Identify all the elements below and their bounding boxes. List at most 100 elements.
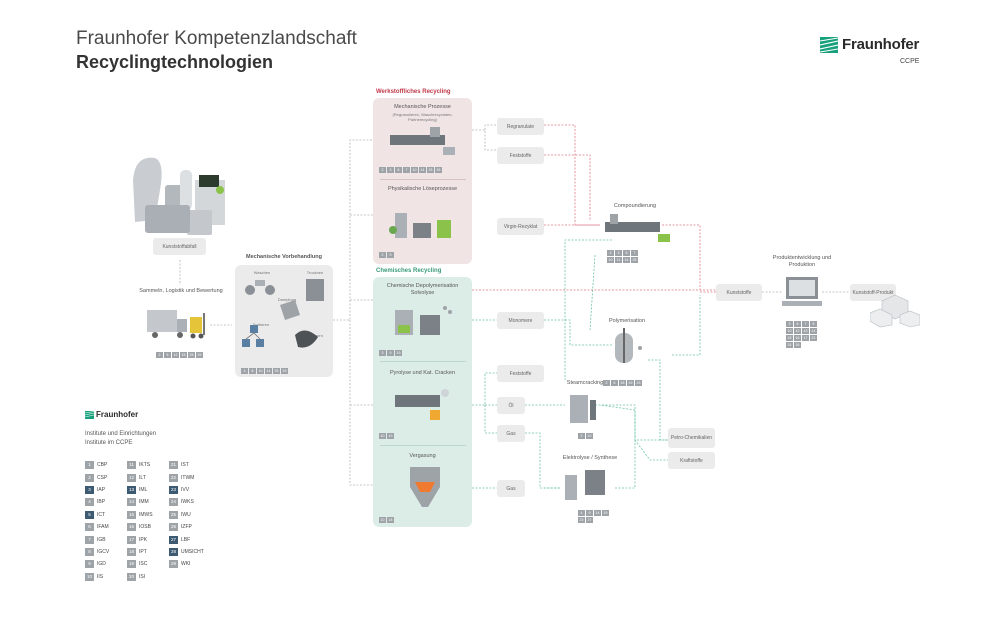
institute-number-badge: 15 <box>180 352 187 358</box>
institute-number-badge: 29 <box>196 352 203 358</box>
elektrolyse-icon <box>565 470 605 500</box>
institute-number-badge: 7 <box>403 167 410 173</box>
steamcracking-title: Steamcracking <box>566 380 604 386</box>
institute-number-badge: 4 <box>578 510 585 516</box>
legend-number: 18 <box>127 547 136 556</box>
legend-institute-name: IGCV <box>97 548 110 555</box>
petro-chemikalien-box: Petro-Chemikalien <box>668 428 715 448</box>
legend-number: 10 <box>85 572 94 581</box>
legend-number: 27 <box>169 535 178 544</box>
institute-number-badge: 7 <box>802 321 809 327</box>
legend-logo: Fraunhofer <box>85 410 138 419</box>
legend-institute-name: WKI <box>181 561 191 568</box>
institute-number-badge: 19 <box>387 433 394 439</box>
trocknen-label: Trocknen <box>306 270 324 275</box>
institute-number-badge: 9 <box>387 252 394 258</box>
legend-institute-name: ISC <box>139 561 148 568</box>
legend-institute-name: IBP <box>97 499 106 506</box>
institute-number-badge: 7 <box>631 250 638 256</box>
legend-number: 16 <box>127 523 136 532</box>
feststoffe-box-1: Feststoffe <box>497 147 544 164</box>
kunststoffe-box: Kunststoffe <box>716 284 762 301</box>
legend-number: 9 <box>85 560 94 569</box>
werkstofflich-label: Werkstoffliches Recycling <box>376 89 451 95</box>
legend-institute-name: ICT <box>97 511 106 518</box>
page-title-line2: Recyclingtechnologien <box>76 52 274 72</box>
legend-number: 21 <box>169 461 178 470</box>
institute-number-badge: 10 <box>607 257 614 263</box>
institute-number-badge: 2 <box>379 252 386 258</box>
mech-prozesse-title: Mechanische Prozesse <box>394 104 451 110</box>
institute-number-badge: 2 <box>603 380 610 386</box>
legend-number: 22 <box>169 473 178 482</box>
institute-number-badge: 23 <box>578 517 585 523</box>
institute-number-badge: 13 <box>802 328 809 334</box>
legend-institute-name: IPT <box>139 548 147 555</box>
legend-institute-name: IST <box>181 462 189 469</box>
institute-number-badge: 10 <box>411 167 418 173</box>
legend-institute-name: IAP <box>97 486 106 493</box>
institute-number-badge: 12 <box>794 328 801 334</box>
institute-number-badge: 18 <box>387 517 394 523</box>
institute-number-badge: 6 <box>611 380 618 386</box>
institute-number-badge: 2 <box>379 167 386 173</box>
legend-institute-name: IMWS <box>139 511 153 518</box>
institute-number-badge: 14 <box>419 167 426 173</box>
vorbehandlung-title: Mechanische Vorbehandlung <box>246 254 322 260</box>
legend-institute-name: UMSICHT <box>181 548 204 555</box>
institute-number-badge: 9 <box>586 510 593 516</box>
legend-number: 1 <box>85 461 94 470</box>
chemisch-divider-1 <box>380 361 466 362</box>
legend-number: 8 <box>85 547 94 556</box>
legend-institute-name: ITWM <box>181 474 195 481</box>
legend-institute-name: IOSB <box>139 524 151 531</box>
legend-number: 7 <box>85 535 94 544</box>
legend-number: 24 <box>169 498 178 507</box>
institute-number-badge: 6 <box>395 167 402 173</box>
legend-number: 4 <box>85 498 94 507</box>
institute-number-badge: 14 <box>810 328 817 334</box>
institute-number-badge: 25 <box>188 352 195 358</box>
pyro-title: Pyrolyse und Kat. Cracken <box>389 370 456 376</box>
legend-institute-name: IVV <box>181 486 190 493</box>
legend-number: 23 <box>169 485 178 494</box>
legend-number: 20 <box>127 572 136 581</box>
institute-number-badge: 3 <box>786 321 793 327</box>
page-title-line1: Fraunhofer Kompetenzlandschaft <box>76 28 357 49</box>
legend-number: 14 <box>127 498 136 507</box>
institute-number-badge: 8 <box>249 368 256 374</box>
legend-number: 11 <box>127 461 136 470</box>
legend-institute-name: IWU <box>181 511 191 518</box>
compounder-icon <box>605 214 670 242</box>
institute-number-badge: 23 <box>635 380 642 386</box>
institute-number-badge: 6 <box>794 321 801 327</box>
feststoffe-box-2: Feststoffe <box>497 365 544 382</box>
sortieren-label: Sortieren <box>252 322 270 327</box>
regranulate-box: Regranulate <box>497 118 544 135</box>
institute-number-badge: 3 <box>241 368 248 374</box>
institute-number-badge: 3 <box>387 167 394 173</box>
institute-number-badge: 10 <box>379 433 386 439</box>
legend-title: Institute und Einrichtungen Institute im… <box>85 430 156 448</box>
institute-number-badge: 5 <box>164 352 171 358</box>
institute-number-badge: 25 <box>273 368 280 374</box>
